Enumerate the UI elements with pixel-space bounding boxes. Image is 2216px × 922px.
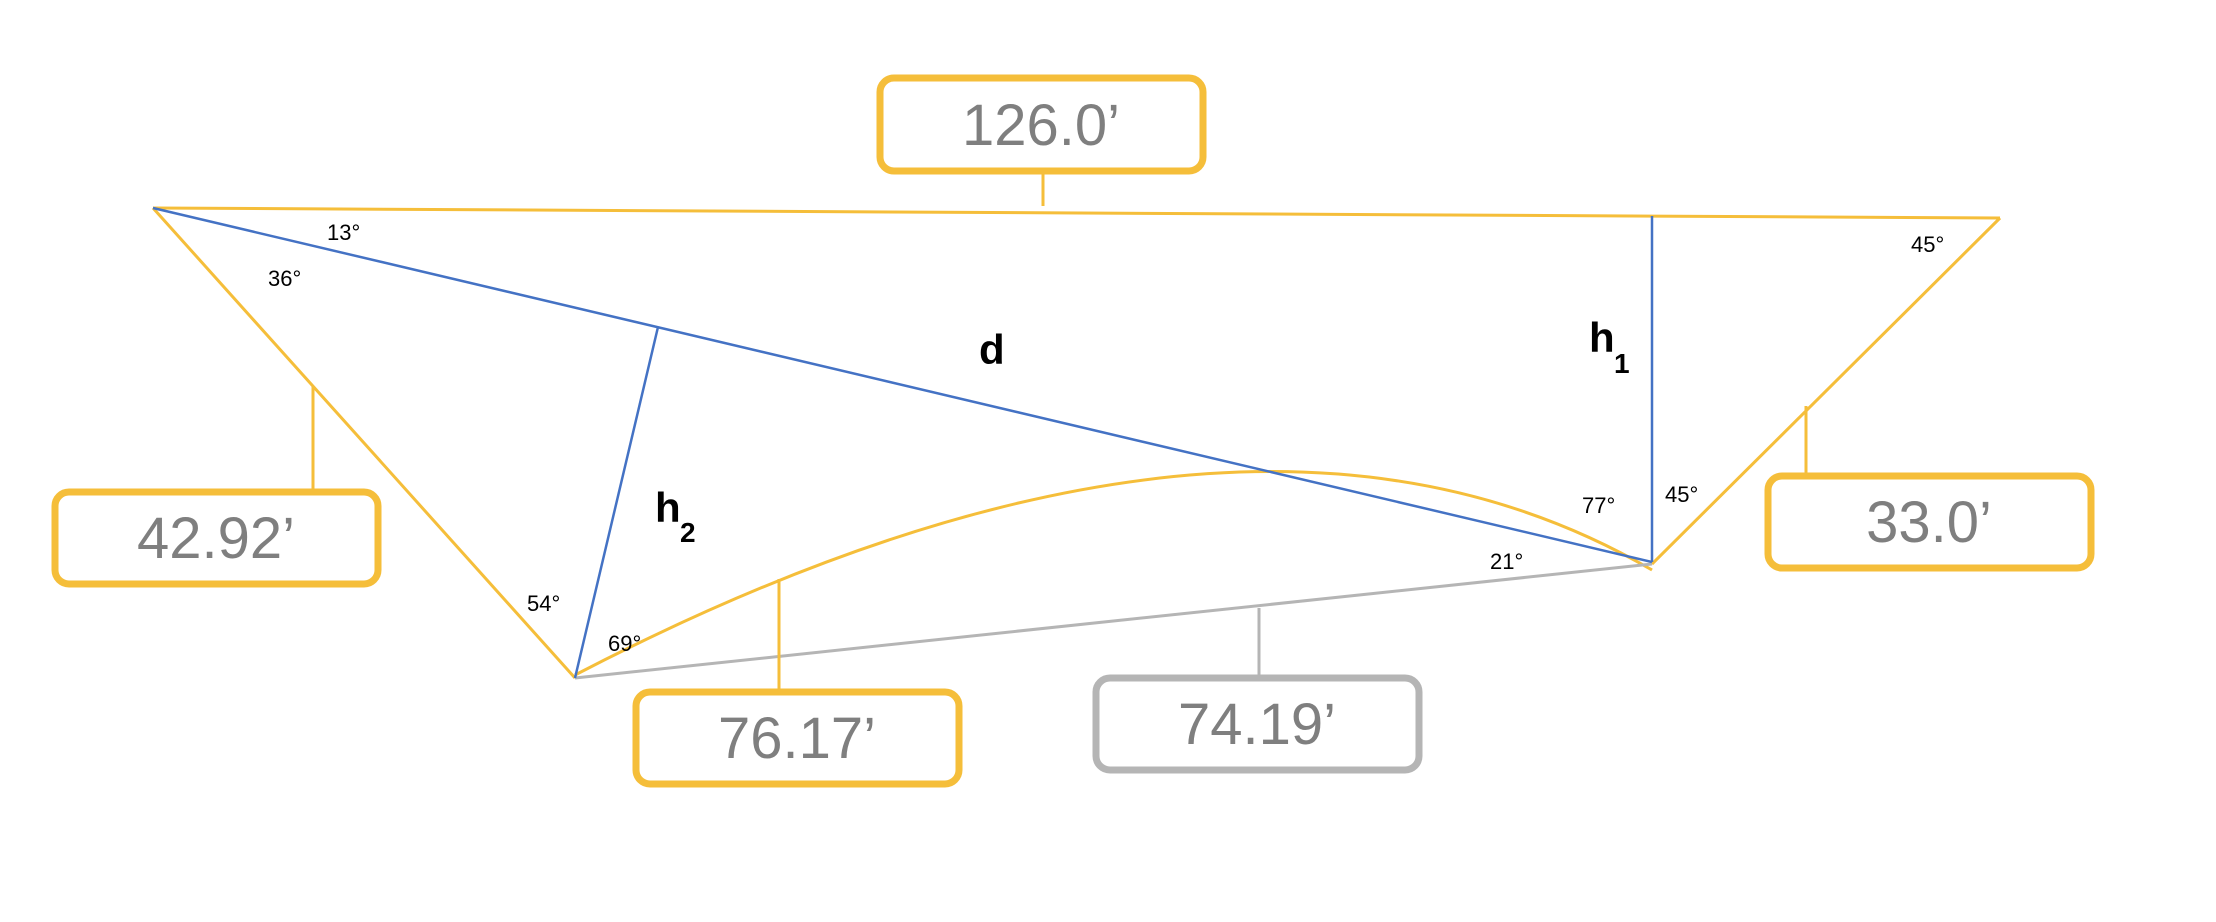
angle-21-label: 21° — [1490, 549, 1523, 574]
right-measure-label: 33.0’ — [1764, 472, 2095, 572]
chord-measure-text: 74.19’ — [1178, 692, 1336, 757]
chord-measure-label: 74.19’ — [1092, 674, 1423, 774]
left-measure-text: 42.92’ — [137, 506, 295, 571]
variable-h2-base: h — [655, 484, 681, 531]
left-measure-label: 42.92’ — [51, 488, 382, 588]
angle-45-bottom-label: 45° — [1665, 482, 1698, 507]
right-boundary-line — [1650, 216, 2002, 566]
variable-d-label: d — [979, 326, 1005, 373]
arc-measure-text: 76.17’ — [718, 706, 876, 771]
diagonal-d-line — [152, 206, 1653, 564]
angle-69-label: 69° — [608, 631, 641, 656]
angle-77-label: 77° — [1582, 493, 1615, 518]
arc-measure-label: 76.17’ — [632, 688, 963, 788]
left-boundary-line — [151, 206, 577, 680]
angle-45-top-label: 45° — [1911, 232, 1944, 257]
angle-54-label: 54° — [527, 591, 560, 616]
chord-line — [574, 562, 1653, 680]
variable-h2-subscript: 2 — [680, 517, 696, 548]
top-measure-text: 126.0’ — [962, 93, 1120, 158]
height-h2-line — [573, 326, 660, 679]
top-measure-label: 126.0’ — [876, 74, 1207, 175]
arc-boundary-curve — [574, 470, 1653, 677]
variable-h2-label: h 2 — [655, 484, 696, 548]
variable-h1-label: h 1 — [1589, 314, 1630, 379]
angle-13-label: 13° — [327, 220, 360, 245]
top-boundary-line — [152, 206, 2001, 220]
right-measure-text: 33.0’ — [1866, 490, 1992, 555]
variable-h1-base: h — [1589, 314, 1615, 361]
angle-36-label: 36° — [268, 266, 301, 291]
variable-h1-subscript: 1 — [1614, 348, 1630, 379]
